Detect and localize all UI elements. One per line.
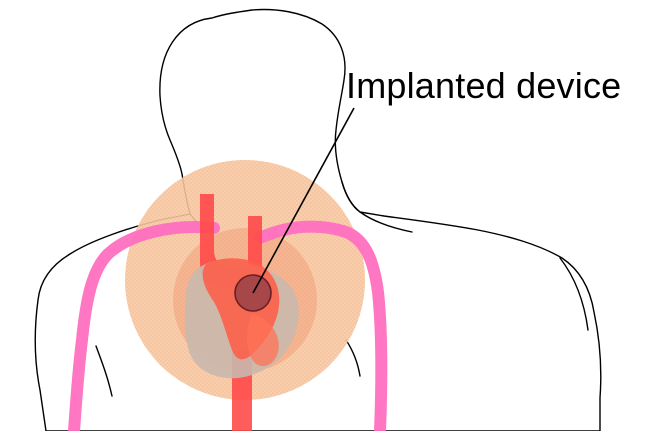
callout-label: Implanted device (346, 64, 621, 108)
